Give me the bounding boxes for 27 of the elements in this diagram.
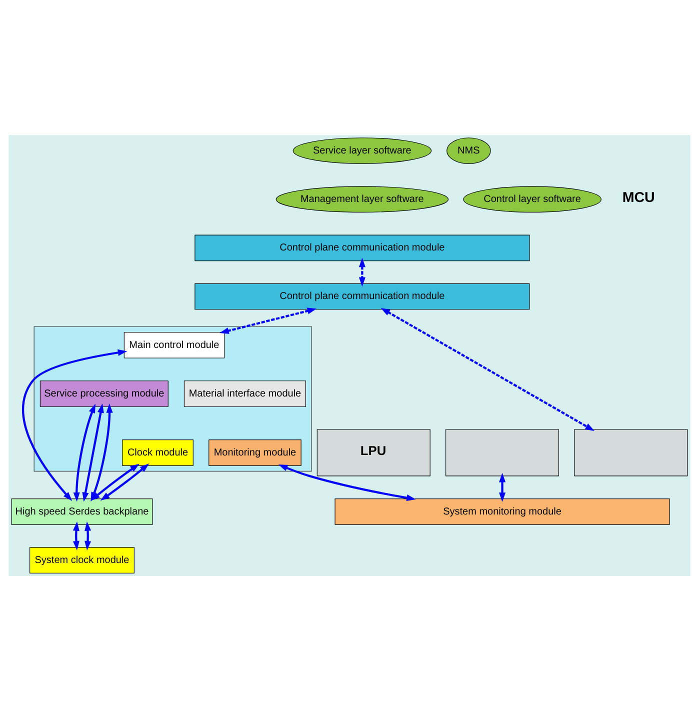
arrow	[73, 404, 96, 502]
node-ellipse: Control layer software	[463, 186, 602, 212]
node-box	[574, 429, 688, 476]
label: MCU	[622, 190, 655, 206]
node-box: High speed Serdes backplane	[11, 498, 153, 525]
node-ellipse: NMS	[446, 138, 491, 164]
arrow	[72, 522, 80, 550]
node-box	[446, 429, 560, 476]
node-box: Main control module	[124, 332, 225, 358]
node-box: Monitoring module	[208, 440, 302, 466]
arrow	[499, 472, 506, 502]
node-box: System monitoring module	[334, 498, 670, 525]
node-ellipse: Management layer software	[276, 186, 449, 212]
arrow	[278, 464, 416, 501]
node-box: Control plane communication module	[194, 283, 530, 310]
arrow	[100, 464, 150, 501]
node-box: Material interface module	[184, 380, 306, 407]
node-box: LPU	[316, 429, 430, 476]
arrow	[220, 308, 317, 334]
node-box: System clock module	[30, 547, 134, 574]
node-box: Service processing module	[40, 380, 168, 407]
arrow	[380, 308, 595, 432]
arrow	[84, 522, 92, 550]
node-box: Control plane communication module	[194, 234, 530, 262]
node-ellipse: Service layer software	[292, 138, 432, 164]
node-box: Clock module	[122, 440, 194, 466]
arrow	[358, 258, 366, 287]
